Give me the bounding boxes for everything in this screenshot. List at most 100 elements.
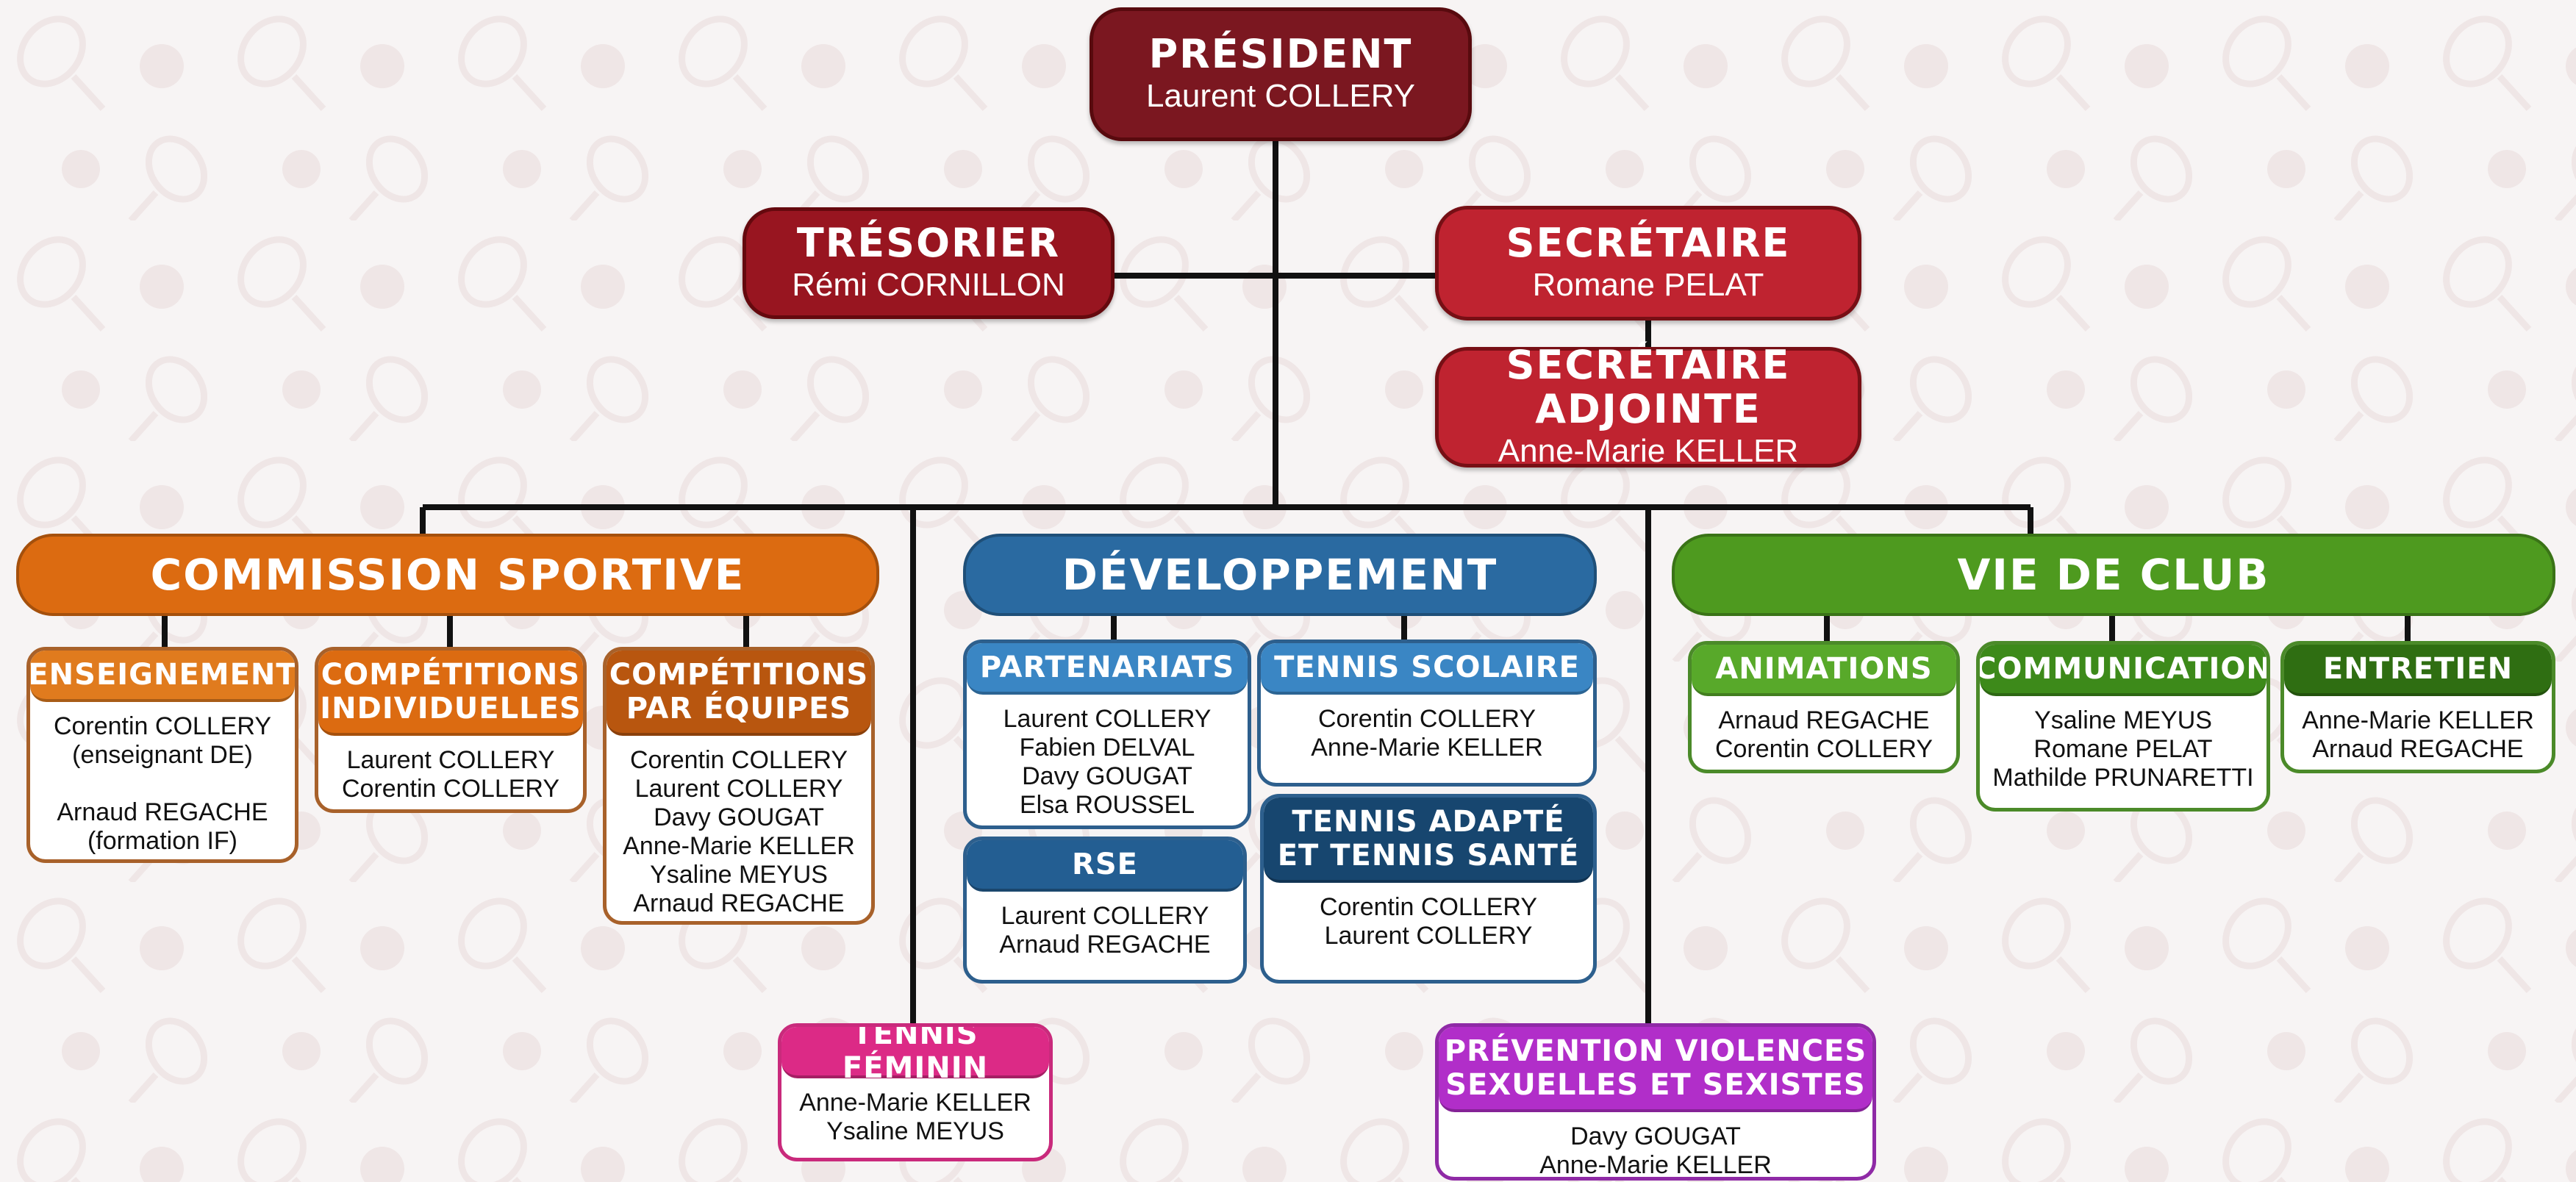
- member-name: Laurent COLLERY: [1324, 922, 1533, 950]
- card-title-line: TENNIS FÉMININ: [842, 1023, 989, 1085]
- card-title-line: SEXUELLES ET SEXISTES: [1445, 1068, 1866, 1102]
- card-title-line: ENSEIGNEMENT: [28, 658, 297, 692]
- member-name: Laurent COLLERY: [346, 746, 555, 774]
- secretaire-adjointe-name: Anne-Marie KELLER: [1498, 433, 1799, 469]
- vie-de-club-head: VIE DE CLUB: [1672, 534, 2555, 616]
- card-title-line: COMPÉTITIONS: [609, 658, 869, 692]
- member-name: Arnaud REGACHE: [633, 889, 845, 917]
- card-title-line: PRÉVENTION VIOLENCES: [1444, 1034, 1867, 1068]
- secretaire-adjointe-box: SECRÉTAIRE ADJOINTE Anne-Marie KELLER: [1435, 343, 1861, 469]
- member-name: Fabien DELVAL: [1019, 734, 1195, 762]
- card-title: ANIMATIONS: [1692, 645, 1956, 696]
- card-title-line: RSE: [1072, 848, 1138, 881]
- member-name: Corentin COLLERY: [341, 775, 560, 803]
- card-title-line: ANIMATIONS: [1715, 652, 1933, 686]
- member-name: Arnaud REGACHE: [2312, 735, 2524, 763]
- card-title-line: PARTENARIATS: [979, 651, 1235, 684]
- member-name: Corentin COLLERY: [53, 712, 272, 740]
- card-title-line: TENNIS SCOLAIRE: [1274, 651, 1580, 684]
- member-name: Davy GOUGAT: [1022, 762, 1192, 790]
- tresorier-box: TRÉSORIER Rémi CORNILLON: [743, 207, 1115, 319]
- member-name: Romane PELAT: [2033, 735, 2213, 763]
- member-name: Anne-Marie KELLER: [623, 832, 855, 860]
- member-name: Ysaline MEYUS: [826, 1117, 1004, 1145]
- card-members: Corentin COLLERY(enseignant DE) Arnaud RE…: [30, 702, 295, 856]
- member-name: Anne-Marie KELLER: [799, 1089, 1031, 1117]
- member-name: [30, 770, 295, 798]
- developpement-head: DÉVELOPPEMENT: [963, 534, 1597, 616]
- member-name: Arnaud REGACHE: [57, 798, 268, 826]
- member-name: Laurent COLLERY: [634, 775, 843, 803]
- card-title: ENTRETIEN: [2284, 645, 2552, 696]
- member-name: Laurent COLLERY: [1003, 705, 1212, 733]
- secretaire-title: SECRÉTAIRE: [1506, 220, 1791, 266]
- card-title: RSE: [967, 840, 1243, 892]
- member-name: Davy GOUGAT: [654, 803, 824, 831]
- member-name: Corentin COLLERY: [1714, 735, 1933, 763]
- card-title: PARTENARIATS: [967, 643, 1248, 695]
- commission-sportive-head: COMMISSION SPORTIVE: [16, 534, 879, 616]
- secretaire-box: SECRÉTAIRE Romane PELAT: [1435, 206, 1861, 320]
- member-name: Elsa ROUSSEL: [1019, 791, 1195, 819]
- member-name: (formation IF): [87, 827, 238, 855]
- member-name: Arnaud REGACHE: [999, 931, 1211, 959]
- member-name: Laurent COLLERY: [1001, 902, 1209, 930]
- president-name: Laurent COLLERY: [1145, 78, 1416, 114]
- member-name: Ysaline MEYUS: [2034, 706, 2212, 734]
- card-title: TENNIS SCOLAIRE: [1261, 643, 1593, 695]
- secretaire-adjointe-title: SECRÉTAIRE ADJOINTE: [1506, 342, 1791, 432]
- member-name: Ysaline MEYUS: [650, 861, 828, 889]
- member-name: Corentin COLLERY: [629, 746, 848, 774]
- member-name: Corentin COLLERY: [1319, 893, 1538, 921]
- card-title: COMMUNICATION: [1980, 645, 2266, 696]
- member-name: Mathilde PRUNARETTI: [1992, 764, 2254, 792]
- card-enseignement: ENSEIGNEMENT Corentin COLLERY(enseignant …: [26, 647, 298, 863]
- member-name: Anne-Marie KELLER: [1311, 734, 1543, 762]
- member-name: Anne-Marie KELLER: [2302, 706, 2534, 734]
- member-name: (enseignant DE): [72, 741, 253, 769]
- card-title-line: COMMUNICATION: [1976, 652, 2270, 686]
- card-title-line: ENTRETIEN: [2322, 652, 2514, 686]
- tresorier-name: Rémi CORNILLON: [792, 267, 1065, 303]
- card-title-line: ET TENNIS SANTÉ: [1277, 839, 1580, 873]
- member-name: Davy GOUGAT: [1570, 1122, 1741, 1150]
- card-title-line: COMPÉTITIONS: [321, 658, 581, 692]
- card-title-line: TENNIS ADAPTÉ: [1292, 805, 1565, 839]
- card-title: TENNIS FÉMININ: [781, 1027, 1049, 1085]
- member-name: Corentin COLLERY: [1317, 705, 1536, 733]
- secretaire-name: Romane PELAT: [1532, 267, 1764, 303]
- member-name: Arnaud REGACHE: [1718, 706, 1930, 734]
- card-title: ENSEIGNEMENT: [30, 651, 295, 702]
- president-box: PRÉSIDENT Laurent COLLERY: [1090, 7, 1472, 141]
- card-title-line: PAR ÉQUIPES: [626, 692, 852, 726]
- president-title: PRÉSIDENT: [1148, 31, 1413, 77]
- tresorier-title: TRÉSORIER: [796, 220, 1061, 266]
- member-name: Anne-Marie KELLER: [1539, 1151, 1772, 1179]
